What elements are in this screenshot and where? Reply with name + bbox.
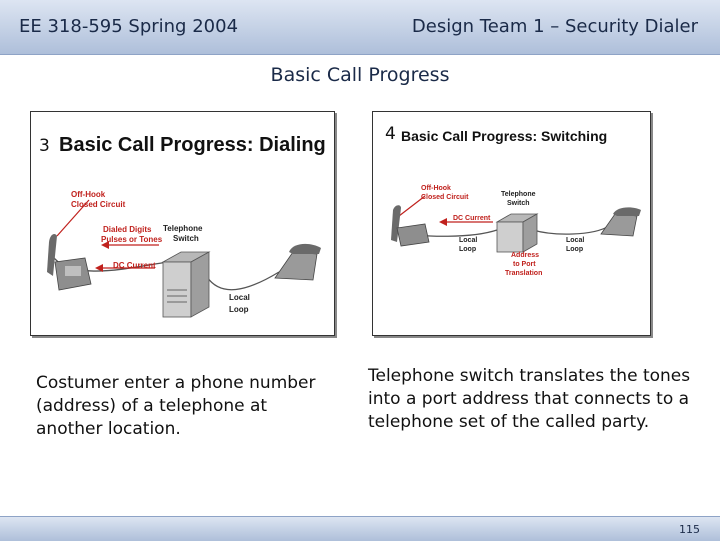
slide-footer: 115 bbox=[0, 516, 720, 541]
called-telephone-icon bbox=[600, 207, 641, 237]
telephone-label: Telephone bbox=[501, 191, 536, 198]
local-right-label: Local bbox=[566, 237, 585, 244]
closed-circuit-label: Closed Circuit bbox=[71, 200, 126, 209]
offhook-pointer bbox=[56, 199, 90, 237]
switching-caption: Telephone switch translates the tones in… bbox=[368, 366, 691, 432]
switching-figure: 4 Basic Call Progress: Switching Off-Hoo… bbox=[372, 111, 651, 336]
telephone-label: Telephone bbox=[163, 224, 203, 233]
dialing-figure: 3 Basic Call Progress: Dialing bbox=[30, 111, 335, 336]
dialing-diagram bbox=[47, 199, 321, 318]
course-label: EE 318-595 Spring 2004 bbox=[19, 16, 239, 37]
figure-number: 3 bbox=[39, 136, 50, 156]
dc-arrow-icon bbox=[439, 218, 447, 226]
figure-number: 4 bbox=[385, 124, 396, 144]
switch-label: Switch bbox=[173, 234, 199, 243]
switching-diagram bbox=[391, 195, 641, 253]
dialed-digits-label: Dialed Digits bbox=[103, 225, 152, 234]
team-label: Design Team 1 – Security Dialer bbox=[411, 16, 698, 37]
to-port-label: to Port bbox=[513, 261, 536, 268]
figure-title: Basic Call Progress: Switching bbox=[401, 128, 608, 144]
offhook-label: Off-Hook bbox=[421, 185, 451, 192]
telephone-switch-icon bbox=[495, 213, 539, 253]
caller-telephone-icon bbox=[47, 234, 92, 291]
loop-label: Loop bbox=[229, 305, 249, 314]
local-left-label: Local bbox=[459, 237, 478, 244]
caller-telephone-icon bbox=[391, 205, 430, 247]
offhook-label: Off-Hook bbox=[71, 190, 106, 199]
dc-current-label: DC Current bbox=[453, 215, 491, 222]
slide-title: Basic Call Progress bbox=[270, 64, 450, 86]
translation-label: Translation bbox=[505, 270, 543, 277]
figure-title: Basic Call Progress: Dialing bbox=[59, 134, 326, 156]
called-telephone-icon bbox=[274, 243, 321, 281]
dialing-caption: Costumer enter a phone number (address) … bbox=[36, 373, 316, 439]
address-label: Address bbox=[511, 252, 540, 259]
slide-header: EE 318-595 Spring 2004 Design Team 1 – S… bbox=[0, 0, 720, 55]
page-number: 115 bbox=[679, 523, 700, 536]
dc-current-label: DC Current bbox=[113, 261, 156, 270]
closed-circuit-label: Closed Circuit bbox=[421, 194, 469, 201]
switch-label: Switch bbox=[507, 200, 530, 207]
dc-arrow-icon bbox=[95, 264, 103, 272]
loop-left-label: Loop bbox=[459, 246, 477, 253]
loop-right-label: Loop bbox=[566, 246, 584, 253]
dialed-arrow-icon bbox=[101, 241, 109, 249]
local-label: Local bbox=[229, 293, 250, 302]
telephone-switch-icon bbox=[161, 251, 211, 318]
pulses-tones-label: Pulses or Tones bbox=[101, 235, 163, 244]
